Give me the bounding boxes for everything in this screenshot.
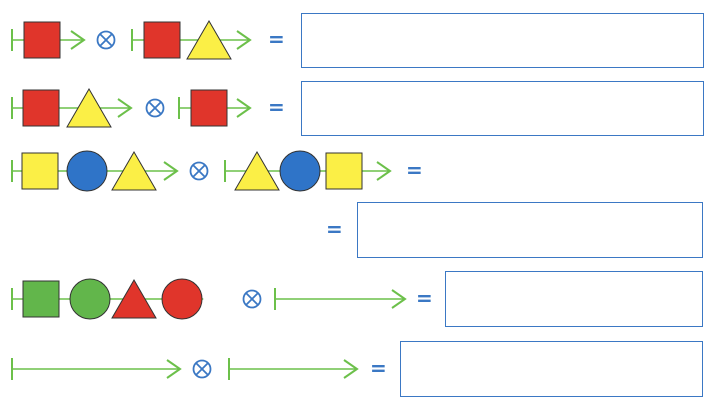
red-circle-shape bbox=[161, 278, 203, 320]
track-arrow-head bbox=[391, 289, 407, 309]
red-square-shape bbox=[143, 21, 181, 59]
equals-sign: = bbox=[416, 286, 433, 310]
tensor-operator-icon bbox=[145, 98, 165, 118]
yellow-triangle-shape bbox=[234, 151, 280, 191]
green-circle-shape bbox=[69, 278, 111, 320]
red-square-shape bbox=[22, 89, 60, 127]
blue-circle-shape bbox=[66, 150, 108, 192]
row-1-answer-box[interactable] bbox=[301, 13, 704, 68]
row-5-left-sequence bbox=[11, 358, 182, 380]
red-square-shape bbox=[190, 89, 228, 127]
row-4-right-sequence bbox=[274, 288, 407, 310]
row-2-answer-box[interactable] bbox=[301, 81, 704, 136]
equals-sign: = bbox=[268, 95, 285, 119]
equals-sign: = bbox=[406, 158, 423, 182]
track-arrow-head bbox=[70, 30, 86, 50]
equals-sign: = bbox=[326, 217, 343, 241]
tensor-operator-icon bbox=[242, 289, 262, 309]
row-4-answer-box[interactable] bbox=[445, 271, 703, 327]
equals-sign: = bbox=[370, 356, 387, 380]
yellow-triangle-shape bbox=[111, 151, 157, 191]
tensor-operator-icon bbox=[96, 30, 116, 50]
red-triangle-shape bbox=[111, 279, 157, 319]
yellow-triangle-shape bbox=[66, 88, 112, 128]
track-arrow-head bbox=[166, 359, 182, 379]
equals-sign: = bbox=[268, 27, 285, 51]
yellow-triangle-shape bbox=[186, 20, 232, 60]
red-square-shape bbox=[23, 21, 61, 59]
track-arrow-head bbox=[236, 98, 252, 118]
row-5-right-sequence bbox=[228, 358, 359, 380]
green-square-shape bbox=[22, 280, 60, 318]
track-arrow-head bbox=[376, 161, 392, 181]
track-arrow-head bbox=[163, 161, 179, 181]
track-arrow-head bbox=[117, 98, 133, 118]
track-arrow-head bbox=[236, 30, 252, 50]
track-arrow-head bbox=[343, 359, 359, 379]
tensor-operator-icon bbox=[189, 161, 209, 181]
row-5-answer-box[interactable] bbox=[400, 341, 703, 397]
row-3-answer-box[interactable] bbox=[357, 202, 703, 258]
yellow-square-shape bbox=[21, 152, 59, 190]
yellow-square-shape bbox=[325, 152, 363, 190]
tensor-operator-icon bbox=[192, 359, 212, 379]
blue-circle-shape bbox=[279, 150, 321, 192]
